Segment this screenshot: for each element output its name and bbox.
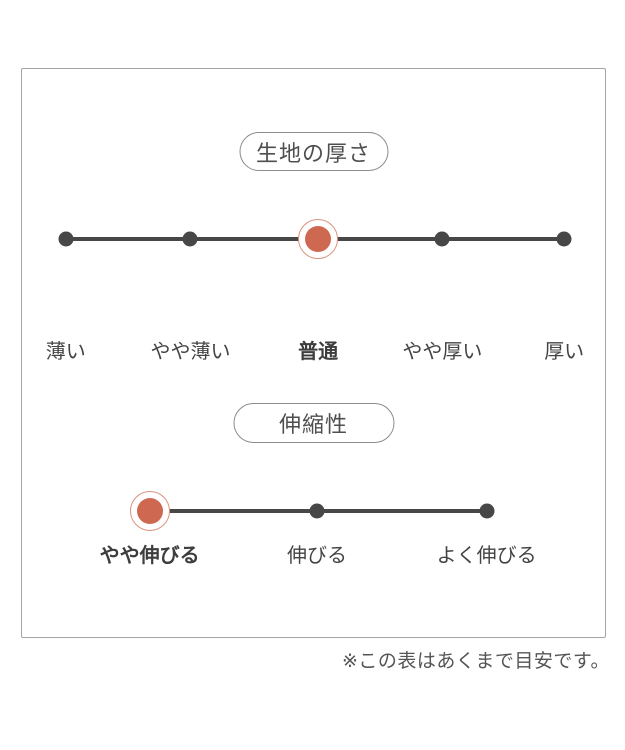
fabric-guide-panel: 生地の厚さ 薄い やや薄い 普通 やや厚い 厚い 伸縮性 やや伸びる 伸びる よ… xyxy=(21,68,606,638)
stretch-dot-very-stretchy xyxy=(479,503,495,519)
stretch-label-very-stretchy: よく伸びる xyxy=(436,545,537,567)
disclaimer-note: ※この表はあくまで目安です。 xyxy=(341,651,610,672)
thickness-dot-somewhat-thick xyxy=(434,231,450,247)
stretch-title-pill: 伸縮性 xyxy=(232,403,395,443)
thickness-label-somewhat-thick: やや厚い xyxy=(402,341,483,363)
thickness-label-normal: 普通 xyxy=(298,341,339,363)
thickness-dot-somewhat-thin xyxy=(182,231,198,247)
thickness-label-somewhat-thin: やや薄い xyxy=(150,341,231,363)
thickness-label-thick: 厚い xyxy=(544,341,585,363)
thickness-title-pill: 生地の厚さ xyxy=(238,132,389,171)
stretch-dot-somewhat-stretchy-selected xyxy=(129,491,170,531)
thickness-dot-thin xyxy=(58,231,74,247)
stretch-title: 伸縮性 xyxy=(278,412,349,437)
thickness-title: 生地の厚さ xyxy=(255,140,372,166)
thickness-dot-thick xyxy=(556,231,572,247)
stretch-label-stretchy: 伸びる xyxy=(286,545,347,567)
stretch-label-somewhat-stretchy: やや伸びる xyxy=(99,545,200,567)
thickness-label-thin: 薄い xyxy=(45,341,86,363)
thickness-dot-normal-selected xyxy=(298,219,339,259)
stretch-dot-stretchy xyxy=(309,503,325,519)
